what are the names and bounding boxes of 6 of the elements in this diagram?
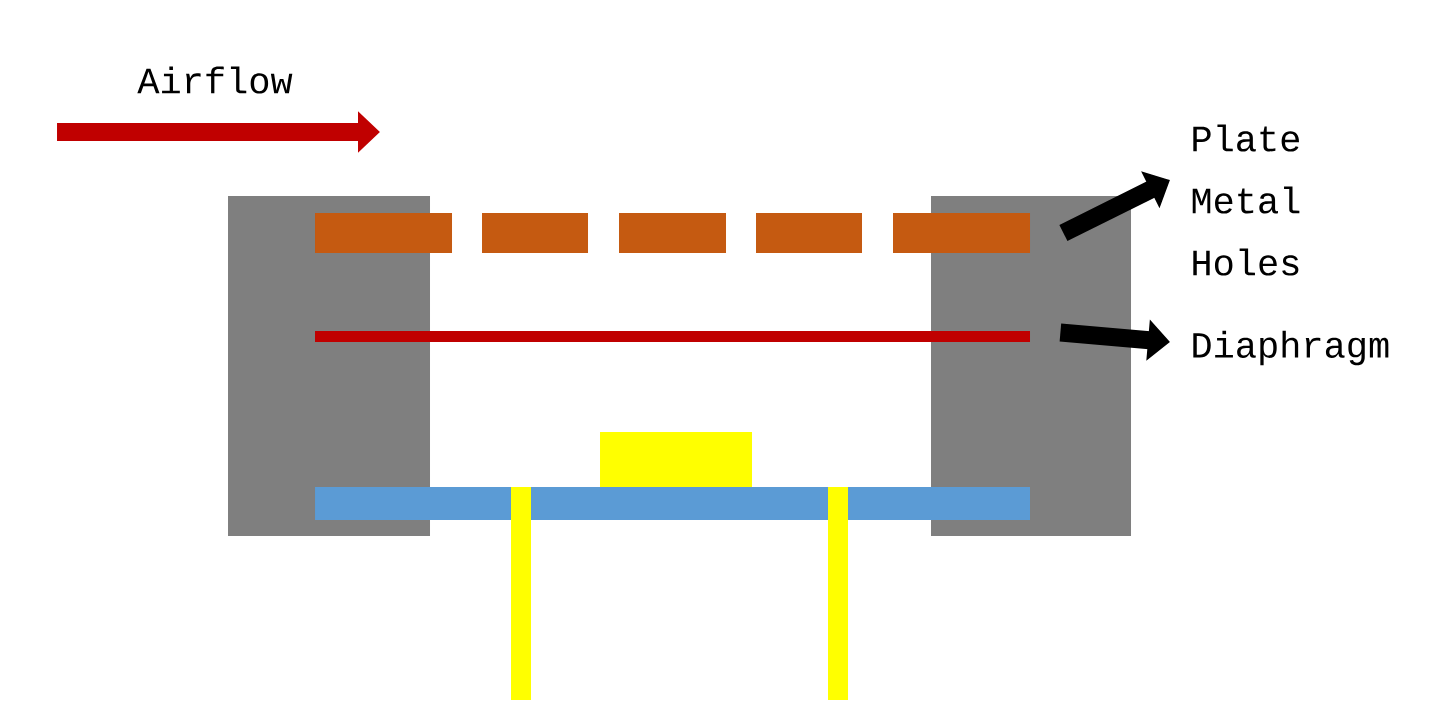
label-text: Plate Metal Holes (1192, 124, 1300, 276)
label-text: Diaphragm (1193, 330, 1389, 366)
label-text: Airflow (137, 66, 293, 94)
diaphragm (315, 331, 1030, 342)
leader-arrow (1059, 171, 1170, 242)
perforated-plate (315, 213, 1030, 253)
